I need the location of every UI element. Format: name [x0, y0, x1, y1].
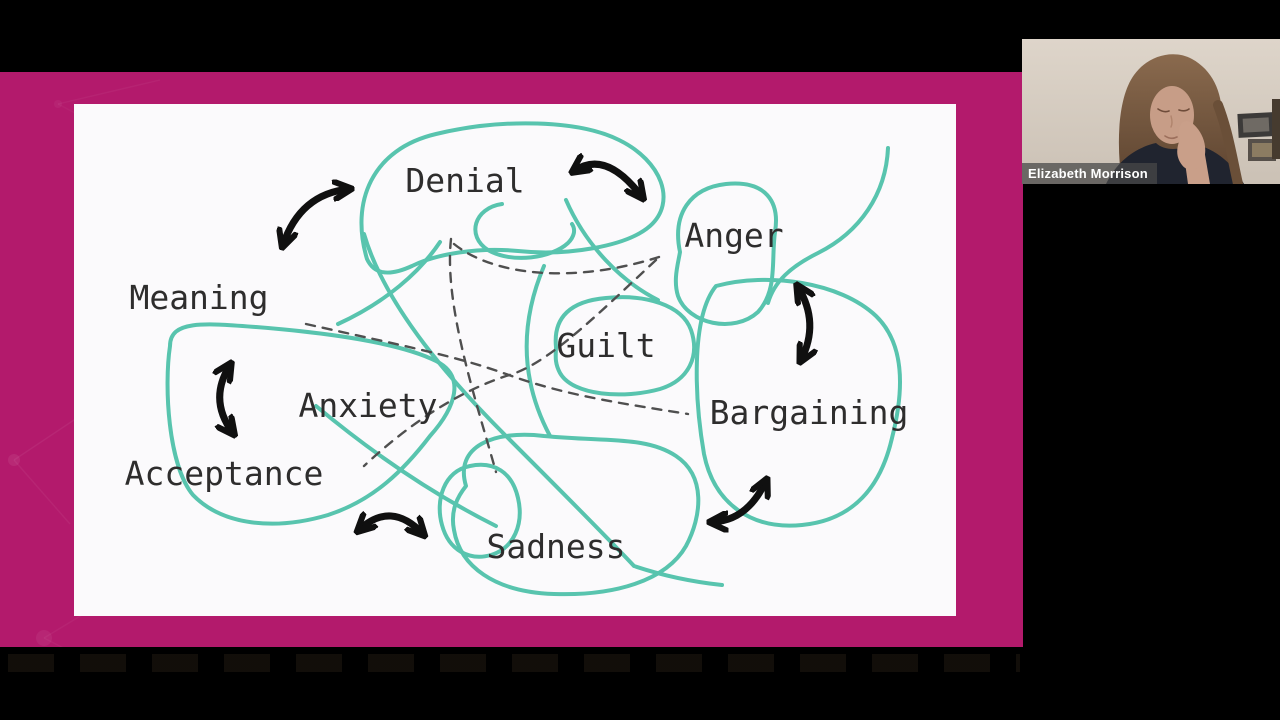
- cycle-arrows: [220, 164, 810, 534]
- bottom-strip-decoration: [8, 654, 1020, 672]
- slide-frame: Denial Anger Meaning Guilt Anxiety Barga…: [0, 72, 1023, 647]
- emotion-label-guilt: Guilt: [556, 326, 655, 365]
- dashed-paths: [304, 237, 690, 474]
- participant-video[interactable]: Elizabeth Morrison: [1022, 39, 1280, 184]
- emotion-label-bargaining: Bargaining: [710, 393, 909, 432]
- hair-strand: [1213, 100, 1243, 184]
- emotion-label-acceptance: Acceptance: [125, 454, 324, 493]
- emotion-label-denial: Denial: [405, 161, 524, 200]
- grief-tangle-diagram: Denial Anger Meaning Guilt Anxiety Barga…: [125, 121, 909, 597]
- emotion-label-meaning: Meaning: [129, 278, 268, 317]
- participant-name-bar: Elizabeth Morrison: [1022, 163, 1157, 184]
- emotion-loops: [165, 121, 902, 597]
- emotion-label-anxiety: Anxiety: [298, 386, 437, 425]
- participant-name: Elizabeth Morrison: [1028, 166, 1148, 181]
- participant-hand: [1177, 120, 1210, 184]
- presentation-slide: Denial Anger Meaning Guilt Anxiety Barga…: [74, 104, 956, 616]
- webcam-feed: [1022, 39, 1280, 184]
- emotion-label-sadness: Sadness: [486, 527, 625, 566]
- wall-frames: [1237, 99, 1280, 161]
- emotion-label-anger: Anger: [684, 216, 783, 255]
